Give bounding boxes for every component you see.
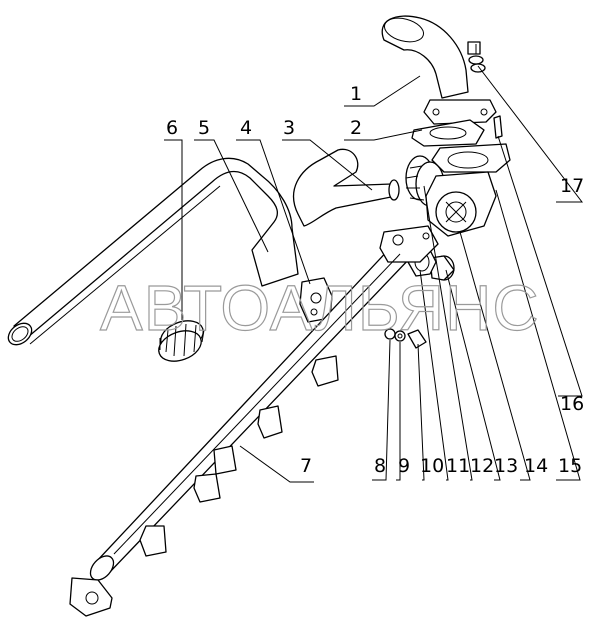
callout-16: 16 [560, 393, 584, 415]
callout-6: 6 [166, 117, 178, 139]
part-2-gasket [411, 119, 485, 147]
leader-lines [164, 65, 584, 483]
part-14-bolt [493, 115, 503, 139]
callout-14: 14 [524, 455, 548, 477]
callout-11: 11 [446, 455, 470, 477]
part-7-exhaust-manifold [69, 225, 439, 617]
part-15-valve-housing [425, 171, 497, 237]
callout-2: 2 [350, 117, 362, 139]
callout-1: 1 [350, 83, 362, 105]
callout-15: 15 [558, 455, 582, 477]
part-9-washer [394, 330, 406, 342]
callout-5: 5 [198, 117, 210, 139]
callout-numbers: 1 2 3 4 5 6 7 8 9 10 11 12 13 14 15 16 1… [166, 83, 584, 477]
callout-17: 17 [560, 175, 584, 197]
part-17-bolt-stack [467, 41, 486, 73]
callout-7: 7 [300, 455, 312, 477]
callout-12: 12 [470, 455, 494, 477]
watermark-text: АВТОАЛЬЯНС [100, 272, 540, 344]
part-1-top-elbow [381, 15, 497, 125]
part-16-flange-gasket [431, 143, 511, 173]
part-10-bolt [407, 329, 427, 349]
part-3-curved-pipe [292, 148, 400, 227]
callout-3: 3 [283, 117, 295, 139]
callout-10: 10 [420, 455, 444, 477]
callout-13: 13 [494, 455, 518, 477]
part-5-long-elbow-pipe [7, 157, 299, 346]
callout-9: 9 [398, 455, 410, 477]
callout-4: 4 [240, 117, 252, 139]
callout-8: 8 [374, 455, 386, 477]
part-6-clamp-ring [158, 320, 205, 362]
